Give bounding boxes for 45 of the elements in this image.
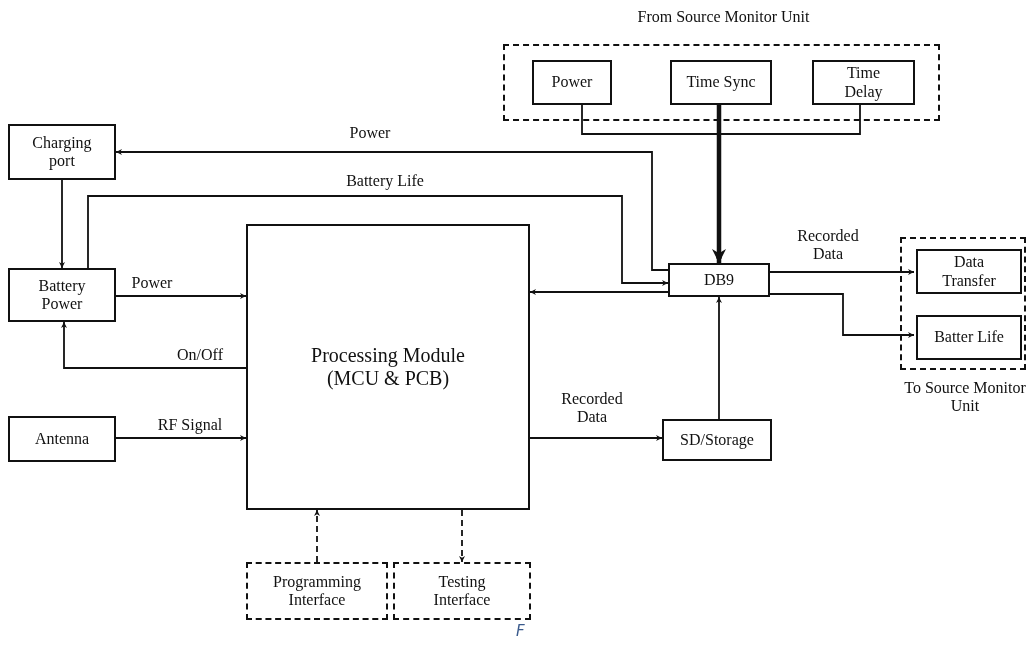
node-label: Testing Interface [432,572,492,610]
node-label: Power [550,73,594,92]
node-label: Charging port [31,133,93,171]
arrow [59,179,65,269]
arrow [712,103,726,263]
dashed-arrow [314,509,320,563]
group-heading: From Source Monitor Unit [636,8,811,27]
dashed-interface-box [246,562,388,620]
edge-label: Battery Life [344,171,426,191]
dashed-interface-box [393,562,531,620]
node-label: Time Delay [843,64,884,101]
arrow [115,435,247,441]
arrow [61,321,247,369]
node-label: Antenna [33,429,91,449]
process-box [8,268,116,322]
arrow [769,293,915,338]
node-label: Time Sync [685,73,757,92]
dashed-arrow [459,509,465,563]
group-heading: To Source Monitor Unit [903,379,1027,416]
node-label: DB9 [702,270,736,290]
process-box [670,60,772,105]
arrow [529,289,669,295]
process-box [532,60,612,105]
node-label: Battery Power [37,276,87,314]
node-label: Processing Module (MCU & PCB) [310,344,466,390]
process-box [812,60,915,105]
module-box [246,224,530,510]
process-box [8,416,116,462]
arrow [115,149,669,271]
note-text: F [516,622,525,640]
node-label: Data Transfer [941,253,997,290]
arrow [769,269,915,275]
process-box [662,419,772,461]
arrow [716,296,722,420]
node-label: Programming Interface [272,572,362,610]
process-box [916,249,1022,294]
arrow [87,195,669,286]
arrow [115,293,247,299]
edge-label: RF Signal [155,415,225,435]
process-box [916,315,1022,360]
process-box [668,263,770,297]
node-label: SD/Storage [679,430,755,450]
process-box [8,124,116,180]
arrow [529,435,663,441]
node-label: Batter Life [933,328,1005,347]
